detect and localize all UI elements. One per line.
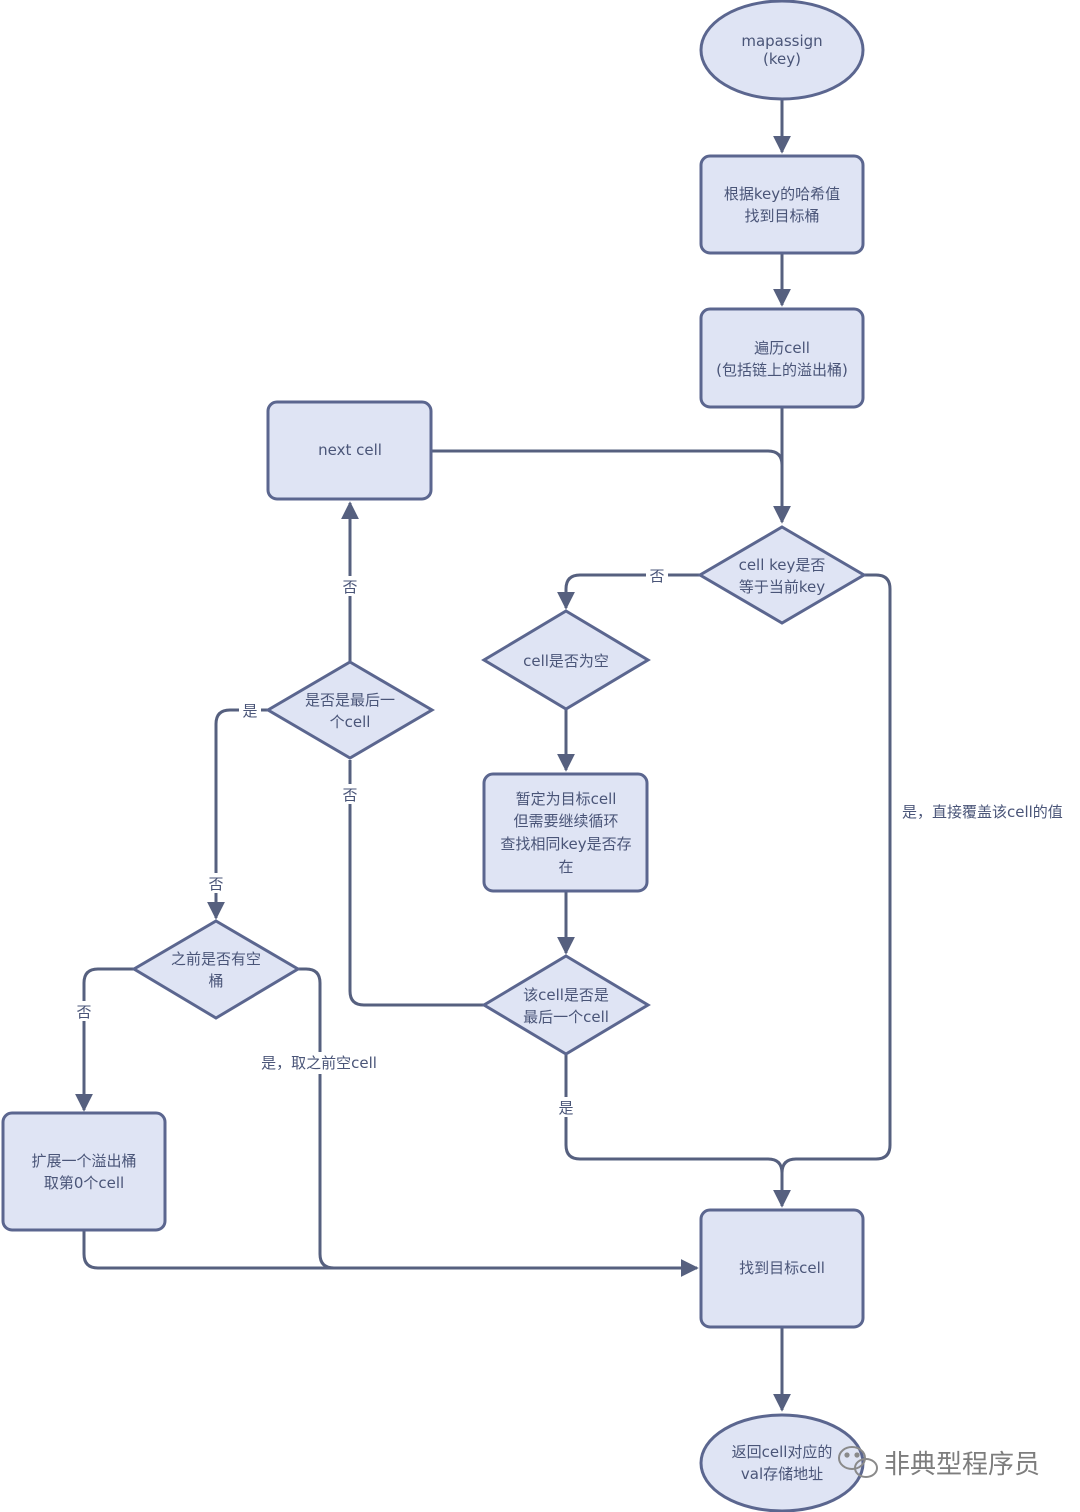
node-cell-empty: cell是否为空 [481, 609, 651, 711]
svg-text:next cell: next cell [318, 441, 382, 459]
label-keyequal-no: 否 [649, 567, 664, 585]
node-next-cell: next cell [266, 400, 433, 501]
edge-lastmid-no [348, 760, 484, 1007]
svg-text:扩展一个溢出桶: 扩展一个溢出桶 [31, 1152, 136, 1170]
svg-text:之前是否有空: 之前是否有空 [171, 950, 261, 968]
svg-text:但需要继续循环: 但需要继续循环 [513, 812, 618, 830]
node-found: 找到目标cell [699, 1208, 865, 1329]
svg-text:cell key是否: cell key是否 [739, 556, 826, 574]
svg-text:找到目标cell: 找到目标cell [739, 1259, 825, 1277]
svg-text:查找相同key是否存: 查找相同key是否存 [500, 835, 631, 853]
edge-keyequal-no [557, 573, 700, 610]
wechat-icon [838, 1446, 878, 1478]
label-keyequal-yes: 是，直接覆盖该cell的值 [902, 803, 1063, 821]
node-hash-bucket: 根据key的哈希值 找到目标桶 [699, 154, 865, 255]
node-key-equal: cell key是否 等于当前key [697, 525, 867, 625]
label-lastmid-yes: 是 [558, 1099, 573, 1117]
svg-text:mapassign: mapassign [741, 32, 822, 50]
svg-text:val存储地址: val存储地址 [741, 1465, 823, 1483]
label-prevempty-no: 否 [76, 1003, 91, 1021]
node-traverse: 遍历cell (包括链上的溢出桶) [699, 307, 865, 409]
watermark: 非典型程序员 [838, 1446, 1040, 1480]
svg-text:找到目标桶: 找到目标桶 [744, 207, 819, 225]
node-extend: 扩展一个溢出桶 取第0个cell [1, 1111, 167, 1232]
svg-text:取第0个cell: 取第0个cell [44, 1174, 124, 1192]
svg-text:根据key的哈希值: 根据key的哈希值 [724, 185, 840, 203]
label-lastleft-no-down: 否 [342, 786, 357, 804]
label-prevempty-yes: 是，取之前空cell [261, 1054, 377, 1072]
label-lastleft-no-up: 否 [342, 578, 357, 596]
node-is-last-mid: 该cell是否是 最后一个cell [481, 954, 651, 1056]
svg-text:最后一个cell: 最后一个cell [523, 1008, 609, 1026]
svg-text:遍历cell: 遍历cell [754, 339, 810, 357]
label-lastleft-yes: 是 [242, 702, 257, 720]
node-start: mapassign (key) [699, 0, 865, 101]
svg-text:非典型程序员: 非典型程序员 [884, 1450, 1040, 1480]
edge-prevempty-no [75, 967, 134, 1112]
svg-text:桶: 桶 [208, 972, 223, 990]
edge-lastmid-yes [564, 1055, 784, 1174]
node-return: 返回cell对应的 val存储地址 [699, 1413, 865, 1512]
node-tentative: 暂定为目标cell 但需要继续循环 查找相同key是否存 在 [482, 772, 649, 893]
node-prev-empty: 之前是否有空 桶 [131, 919, 301, 1020]
svg-text:该cell是否是: 该cell是否是 [523, 986, 609, 1004]
svg-text:等于当前key: 等于当前key [739, 578, 825, 596]
edge-lastleft-yes [207, 708, 268, 920]
edge-keyequal-yes [780, 573, 892, 1174]
svg-text:是否是最后一: 是否是最后一 [305, 691, 395, 709]
svg-text:个cell: 个cell [330, 713, 371, 731]
label-prevempty-no-top: 否 [208, 875, 223, 893]
node-is-last-left: 是否是最后一 个cell [265, 660, 435, 760]
svg-text:返回cell对应的: 返回cell对应的 [732, 1443, 833, 1461]
svg-text:暂定为目标cell: 暂定为目标cell [516, 790, 617, 808]
edge-nextcell-to-keyequal [432, 449, 784, 466]
svg-text:(包括链上的溢出桶): (包括链上的溢出桶) [716, 361, 848, 379]
svg-text:cell是否为空: cell是否为空 [523, 652, 609, 670]
edge-extend-to-found [82, 1231, 699, 1277]
svg-text:在: 在 [558, 858, 573, 876]
svg-text:(key): (key) [763, 50, 801, 68]
